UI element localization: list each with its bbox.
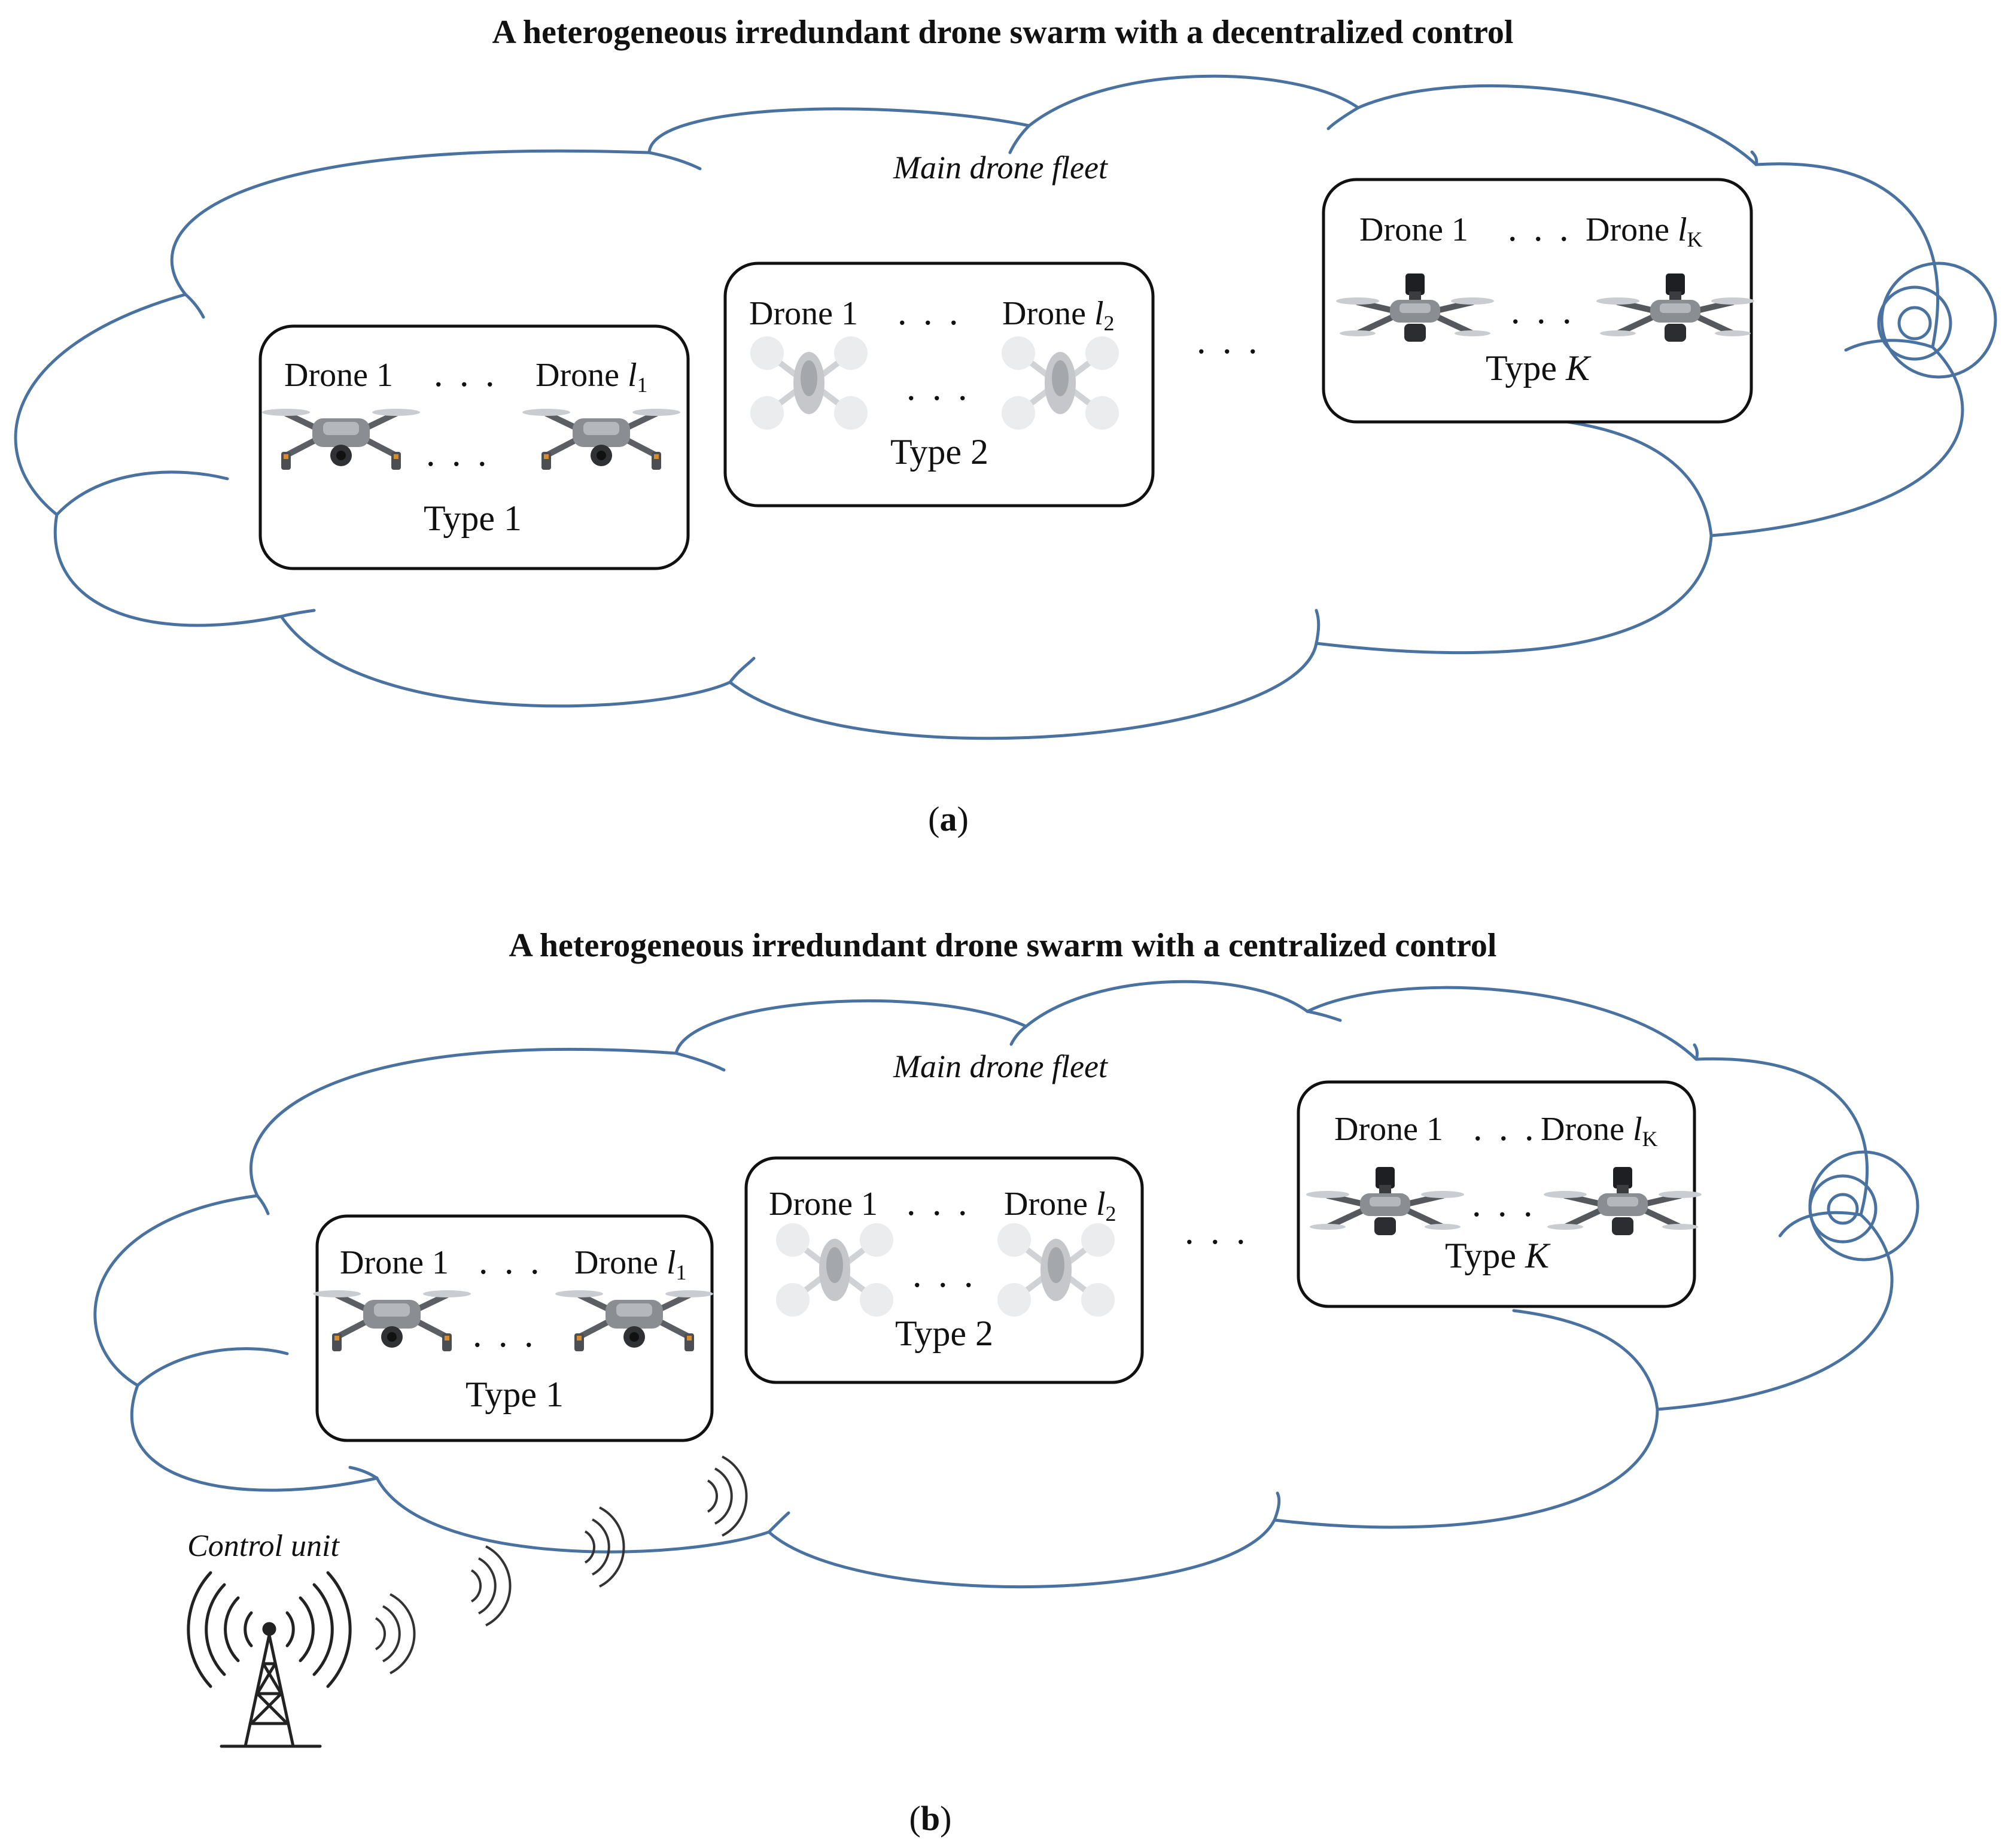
panel-a-type-2-last-label: Drone l2 — [1002, 295, 1115, 335]
panel-a-cloud-fold — [1326, 106, 1360, 130]
panel-a-cloud-fold — [1008, 124, 1031, 154]
panel-b-cloud-fold — [1512, 1309, 1659, 1411]
panel-b-type-1-first-label: Drone 1 — [340, 1244, 449, 1281]
panel-b-cloud-fold — [136, 1347, 289, 1387]
panel-a-fleet-label: Main drone fleet — [893, 150, 1109, 186]
panel-b-type-2-dots-top: . . . — [906, 1183, 971, 1223]
panel-b-type-k-first-label: Drone 1 — [1334, 1111, 1443, 1148]
wireless-signal-icon — [584, 1506, 625, 1588]
panel-a-cloud-fold — [55, 470, 229, 516]
panel-a-type-k-group: Drone 1 . . . Drone lK . . . Type K — [1322, 178, 1754, 424]
panel-a-type-k-dots-top: . . . — [1508, 208, 1572, 249]
panel-a-between-types-dots: . . . — [1197, 321, 1261, 361]
panel-a-cloud-fold — [728, 656, 756, 684]
panel-a-caption: (a) — [928, 800, 969, 838]
panel-b-type-1-dots-mid: . . . — [473, 1314, 537, 1355]
panel-a-type-1-first-label: Drone 1 — [284, 357, 393, 394]
panel-b-type-k-dots-mid: . . . — [1472, 1184, 1537, 1224]
panel-b-caption: (b) — [909, 1799, 952, 1838]
panel-b-cloud-fold — [348, 1466, 379, 1480]
panel-b-type-2-last-label: Drone l2 — [1004, 1186, 1116, 1226]
panel-a-type-k-last-label: Drone lK — [1586, 211, 1703, 251]
panel-b-cloud-fold — [1009, 1025, 1028, 1046]
panel-a-signal-icon — [1877, 262, 1997, 379]
panel-b-type-1-last-label: Drone l1 — [574, 1244, 687, 1284]
panel-a-type-2-dots-top: . . . — [897, 292, 962, 333]
panel-b-signal-icon — [1808, 1150, 1919, 1262]
panel-a-cloud-fold — [184, 293, 205, 319]
panel-b-fleet-label: Main drone fleet — [893, 1048, 1109, 1084]
panel-b-cloud-fold — [1778, 1211, 1863, 1238]
panel-a-type-k-dots-mid: . . . — [1511, 291, 1575, 332]
panel-b-type-1-dots-top: . . . — [479, 1241, 543, 1282]
panel-a-type-1-dots-top: . . . — [434, 354, 498, 394]
panel-a-cloud-fold — [1566, 420, 1713, 537]
panel-a-type-2-dots-mid: . . . — [906, 367, 971, 408]
panel-b-cloud-fold — [767, 1511, 790, 1534]
panel-b-cloud-fold — [1273, 1491, 1281, 1522]
panel-b-type-k-last-label: Drone lK — [1541, 1111, 1658, 1151]
panel-b-type-1-label: Type 1 — [465, 1375, 564, 1414]
panel-a-title: A heterogeneous irredundant drone swarm … — [492, 14, 1514, 51]
panel-b-cloud-fold — [255, 1194, 270, 1215]
panel-b-type-k-dots-top: . . . — [1473, 1108, 1538, 1148]
panel-b-cloud-fold — [1693, 1043, 1699, 1061]
panel-a-cloud — [14, 74, 1964, 740]
wireless-signal-icon — [707, 1455, 748, 1537]
panel-a-cloud-fold — [279, 609, 316, 618]
radio-tower-icon — [187, 1571, 352, 1748]
panel-a-type-1-group: Drone 1 . . . Drone l1 . . . Type 1 — [258, 324, 690, 570]
panel-b-type-2-dots-mid: . . . — [912, 1254, 977, 1295]
panel-b-type-1-group: Drone 1 . . . Drone l1 . . . Type 1 — [313, 1214, 714, 1442]
panel-a-type-2-box — [723, 262, 1155, 507]
panel-a-type-1-label: Type 1 — [424, 499, 522, 538]
panel-a-type-1-last-label: Drone l1 — [536, 357, 648, 397]
panel-b-cloud-fold — [674, 1051, 726, 1072]
panel-b-cloud — [93, 980, 1894, 1589]
panel-b-type-k-group: Drone 1 . . . Drone lK . . . Type K — [1297, 1080, 1702, 1308]
wireless-signal-icon — [375, 1593, 416, 1674]
panel-b-type-2-first-label: Drone 1 — [769, 1186, 878, 1223]
panel-a-type-k-first-label: Drone 1 — [1359, 211, 1468, 248]
panel-a-cloud-fold — [1315, 609, 1321, 645]
panel-a-cloud-fold — [1750, 150, 1758, 166]
panel-b-title: A heterogeneous irredundant drone swarm … — [509, 927, 1497, 964]
panel-b-type-2-label: Type 2 — [895, 1314, 993, 1353]
panel-b-type-1-box — [315, 1214, 714, 1442]
panel-a-type-2-first-label: Drone 1 — [749, 295, 858, 332]
panel-b-type-k-label: Type K — [1445, 1236, 1551, 1275]
panel-b-type-2-group: Drone 1 . . . Drone l2 . . . Type 2 — [744, 1156, 1144, 1384]
panel-a-type-1-dots-mid: . . . — [426, 433, 491, 474]
control-unit-label: Control unit — [187, 1529, 340, 1563]
panel-b-between-types-dots: . . . — [1185, 1211, 1249, 1252]
panel-b-type-2-box — [744, 1156, 1144, 1384]
panel-a-cloud-fold — [647, 151, 702, 171]
wireless-signal-icon — [470, 1545, 512, 1627]
panel-a-type-k-label: Type K — [1486, 348, 1592, 388]
panel-b-cloud-fold — [1306, 1010, 1342, 1022]
panel-a-type-1-box — [258, 324, 690, 570]
panel-a-type-2-label: Type 2 — [890, 432, 988, 472]
panel-a-type-2-group: Drone 1 . . . Drone l2 . . . Type 2 — [723, 262, 1155, 507]
